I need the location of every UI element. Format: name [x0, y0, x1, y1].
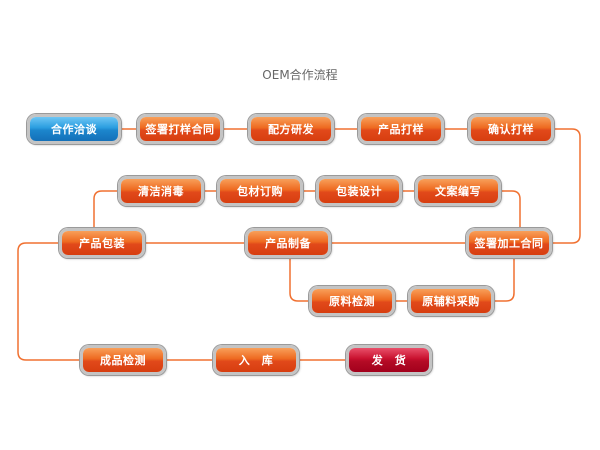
node-cooperation-talk: 合作洽谈: [27, 114, 121, 144]
node-label: 清洁消毒: [121, 179, 201, 203]
node-sign-processing-contract: 签署加工合同: [466, 228, 552, 258]
node-label: 原辅料采购: [411, 289, 491, 313]
node-label: 签署打样合同: [140, 117, 220, 141]
connector-line: [501, 190, 521, 228]
node-label: 产品打样: [361, 117, 441, 141]
connector-line: [494, 258, 515, 302]
node-packaging-ordering: 包材订购: [217, 176, 303, 206]
node-label: 入 库: [216, 348, 296, 372]
connector-line: [17, 242, 80, 361]
node-material-inspection: 原料检测: [309, 286, 395, 316]
node-formula-rd: 配方研发: [248, 114, 334, 144]
node-label: 包装设计: [319, 179, 399, 203]
node-product-packaging: 产品包装: [59, 228, 145, 258]
node-label: 成品检测: [83, 348, 163, 372]
node-label: 签署加工合同: [469, 231, 549, 255]
node-confirm-sample: 确认打样: [468, 114, 554, 144]
node-warehousing: 入 库: [213, 345, 299, 375]
node-label: 文案编写: [418, 179, 498, 203]
node-label: 发 货: [349, 348, 429, 372]
node-label: 确认打样: [471, 117, 551, 141]
node-sign-sample-contract: 签署打样合同: [137, 114, 223, 144]
connector-line: [552, 128, 581, 244]
node-material-purchasing: 原辅料采购: [408, 286, 494, 316]
node-finished-inspection: 成品检测: [80, 345, 166, 375]
node-label: 产品包装: [62, 231, 142, 255]
node-packaging-design: 包装设计: [316, 176, 402, 206]
node-label: 产品制备: [248, 231, 328, 255]
node-label: 合作洽谈: [30, 117, 118, 141]
node-label: 包材订购: [220, 179, 300, 203]
node-label: 原料检测: [312, 289, 392, 313]
node-product-manufacturing: 产品制备: [245, 228, 331, 258]
node-shipping: 发 货: [346, 345, 432, 375]
node-label: 配方研发: [251, 117, 331, 141]
node-cleaning-disinfection: 清洁消毒: [118, 176, 204, 206]
connector-line: [93, 190, 118, 228]
diagram-title: OEM合作流程: [262, 68, 338, 82]
node-product-sampling: 产品打样: [358, 114, 444, 144]
connector-line: [289, 258, 309, 302]
node-copywriting: 文案编写: [415, 176, 501, 206]
